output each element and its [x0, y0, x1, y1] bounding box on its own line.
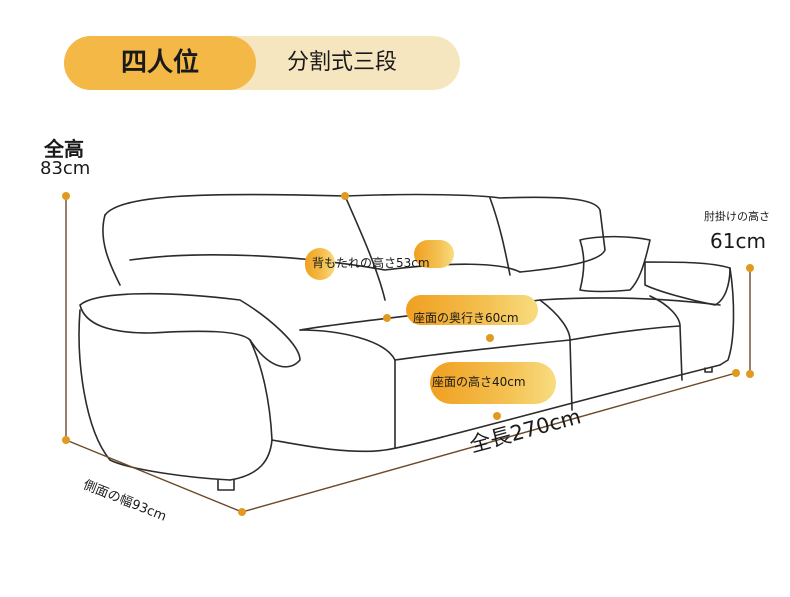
- side-width-dim-line: [65, 439, 243, 513]
- height-title: 全高: [44, 137, 84, 161]
- header-secondary-label: 分割式三段: [286, 50, 397, 75]
- dimension-dots: [62, 192, 754, 516]
- seat-depth-label: 座面の奥行き60cm: [413, 311, 519, 325]
- backrest-highlight-2: [414, 240, 454, 268]
- seat-depth-highlight: [406, 295, 538, 325]
- dim-dot: [383, 314, 391, 322]
- armrest-value: 61cm: [710, 229, 766, 253]
- dim-dot: [341, 192, 349, 200]
- height-value: 83cm: [40, 158, 91, 174]
- length-dim-line: [241, 372, 737, 513]
- seat-height-highlight: [430, 362, 556, 404]
- header-primary-label: 四人位: [120, 48, 199, 78]
- dim-dot: [62, 436, 70, 444]
- sofa-outline: [78, 193, 735, 491]
- dim-dot: [493, 412, 501, 420]
- dimension-lines: [65, 196, 751, 513]
- dim-dot: [238, 508, 246, 516]
- dim-dot: [732, 369, 740, 377]
- dim-dot: [746, 370, 754, 378]
- seat-height-label: 座面の高さ40cm: [432, 375, 526, 389]
- dim-dot: [746, 264, 754, 272]
- armrest-title: 肘掛けの高さ: [704, 210, 770, 223]
- dim-dot: [486, 334, 494, 342]
- header-pill-primary: [64, 36, 256, 90]
- dim-dot: [62, 192, 70, 200]
- backrest-label: 背もたれの高さ53cm: [312, 256, 430, 270]
- backrest-highlight: [305, 248, 335, 280]
